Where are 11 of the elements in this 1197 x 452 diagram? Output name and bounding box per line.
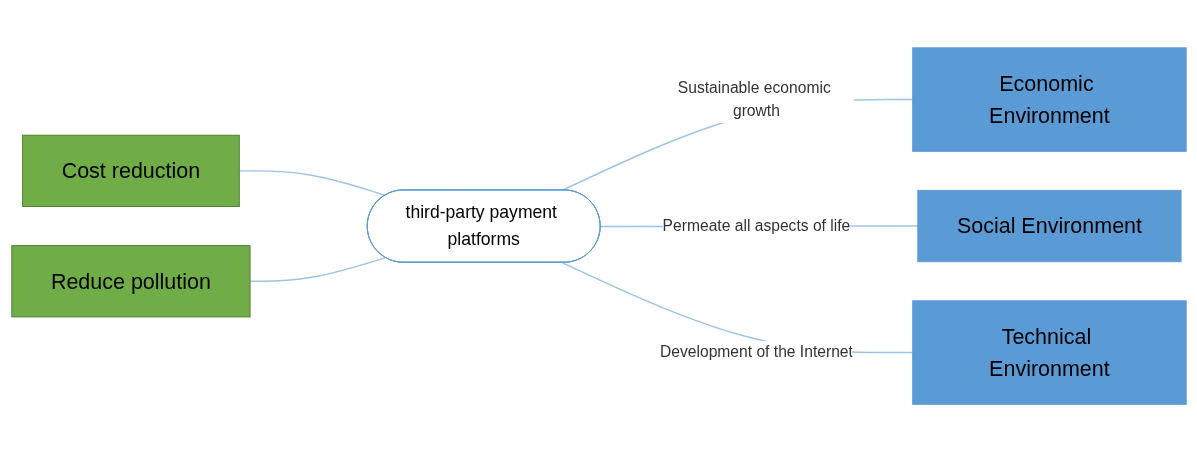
- edge-label: Permeate all aspects of life: [662, 217, 850, 234]
- connector: [248, 256, 386, 282]
- node-box: [916, 189, 1182, 263]
- connector: [238, 170, 386, 197]
- edge-label: Development of the Internet: [659, 343, 853, 361]
- node-box: [21, 134, 240, 207]
- flowchart: Sustainable economic growth Permeate all aspects of life Development of the Internet Cost reduction Reduce pollution third-party payment platforms Economic Environment Social Environment Technical Environment: [3, 39, 1194, 413]
- node-box: [911, 300, 1187, 405]
- node-box: [911, 47, 1187, 152]
- node-box: [10, 245, 251, 318]
- edge-label: Sustainable economic growth: [677, 79, 831, 120]
